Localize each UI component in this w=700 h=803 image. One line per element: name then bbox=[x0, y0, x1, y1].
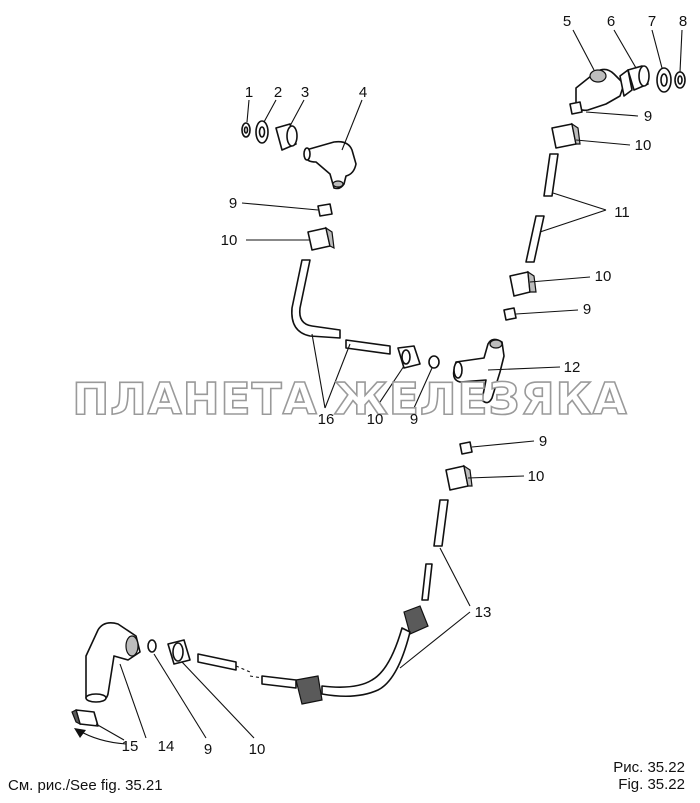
adapter-15 bbox=[71, 709, 99, 727]
tube-lower-left bbox=[197, 653, 251, 673]
callout-10-right-middle: 10 bbox=[595, 268, 612, 285]
elbow-fitting-5 bbox=[575, 68, 633, 112]
callout-15: 15 bbox=[122, 738, 139, 755]
callout-3: 3 bbox=[301, 84, 309, 101]
callout-1: 1 bbox=[245, 84, 253, 101]
callout-10-lower-right: 10 bbox=[528, 468, 545, 485]
hose-13 bbox=[249, 563, 433, 705]
callout-9-upper-right: 9 bbox=[644, 108, 652, 125]
tee-fitting-12 bbox=[452, 338, 505, 404]
callout-labels: 1 2 3 4 5 6 7 8 9 10 11 10 9 9 10 12 16 … bbox=[122, 13, 688, 758]
reference-note: См. рис./See fig. 35.21 bbox=[8, 777, 163, 794]
nut-3 bbox=[275, 123, 298, 151]
bent-tube-16 bbox=[291, 259, 341, 339]
nut-10-right-upper bbox=[551, 122, 581, 149]
ferrule-9-right-upper bbox=[569, 101, 583, 115]
figure-caption-ru: Рис. 35.22 bbox=[613, 759, 685, 776]
callout-6: 6 bbox=[607, 13, 615, 30]
callout-9-left: 9 bbox=[229, 195, 237, 212]
callout-16: 16 bbox=[318, 411, 335, 428]
callout-10-bottom: 10 bbox=[249, 741, 266, 758]
tube-11-lower bbox=[525, 215, 545, 263]
ferrule-9-right-lower bbox=[503, 307, 517, 321]
ferrule-9-lower bbox=[459, 441, 473, 455]
tube-16-straight bbox=[345, 339, 391, 355]
ferrule-9-bottom bbox=[147, 639, 157, 653]
ferrule-9-left-lower bbox=[428, 355, 440, 369]
nut-10-bottom bbox=[167, 639, 191, 665]
tube-13-straight bbox=[433, 499, 449, 547]
callout-9-bottom: 9 bbox=[204, 741, 212, 758]
callout-11: 11 bbox=[614, 204, 630, 221]
leader-lines bbox=[74, 29, 683, 745]
ring-8 bbox=[674, 71, 686, 89]
watermark: ПЛАНЕТА ЖЕЛЕЗЯКА bbox=[72, 374, 627, 425]
nut-10-lower bbox=[445, 464, 473, 491]
nut-6 bbox=[627, 65, 650, 91]
ring-1 bbox=[241, 122, 251, 138]
washer-2 bbox=[255, 120, 269, 144]
callout-14: 14 bbox=[158, 738, 175, 755]
callout-4: 4 bbox=[359, 84, 367, 101]
callout-9-lower-right: 9 bbox=[539, 433, 547, 450]
washer-7 bbox=[656, 67, 672, 93]
callout-10-left: 10 bbox=[221, 232, 238, 249]
callout-2: 2 bbox=[274, 84, 282, 101]
callout-8: 8 bbox=[679, 13, 687, 30]
callout-10-middle: 10 bbox=[367, 411, 384, 428]
tube-11-upper bbox=[543, 153, 559, 197]
elbow-fitting-14 bbox=[85, 622, 141, 703]
ferrule-9-left-upper bbox=[317, 203, 333, 217]
callout-12: 12 bbox=[564, 359, 581, 376]
nut-10-right-lower bbox=[509, 270, 537, 297]
figure-caption-en: Fig. 35.22 bbox=[618, 776, 685, 793]
callout-13: 13 bbox=[475, 604, 492, 621]
callout-9-middle: 9 bbox=[410, 411, 418, 428]
callout-5: 5 bbox=[563, 13, 571, 30]
nut-10-left-lower bbox=[397, 345, 421, 369]
elbow-fitting-4 bbox=[303, 140, 357, 190]
callout-7: 7 bbox=[648, 13, 656, 30]
callout-10-upper-right: 10 bbox=[635, 137, 652, 154]
nut-10-left-upper bbox=[307, 226, 335, 251]
callout-9-right-middle: 9 bbox=[583, 301, 591, 318]
